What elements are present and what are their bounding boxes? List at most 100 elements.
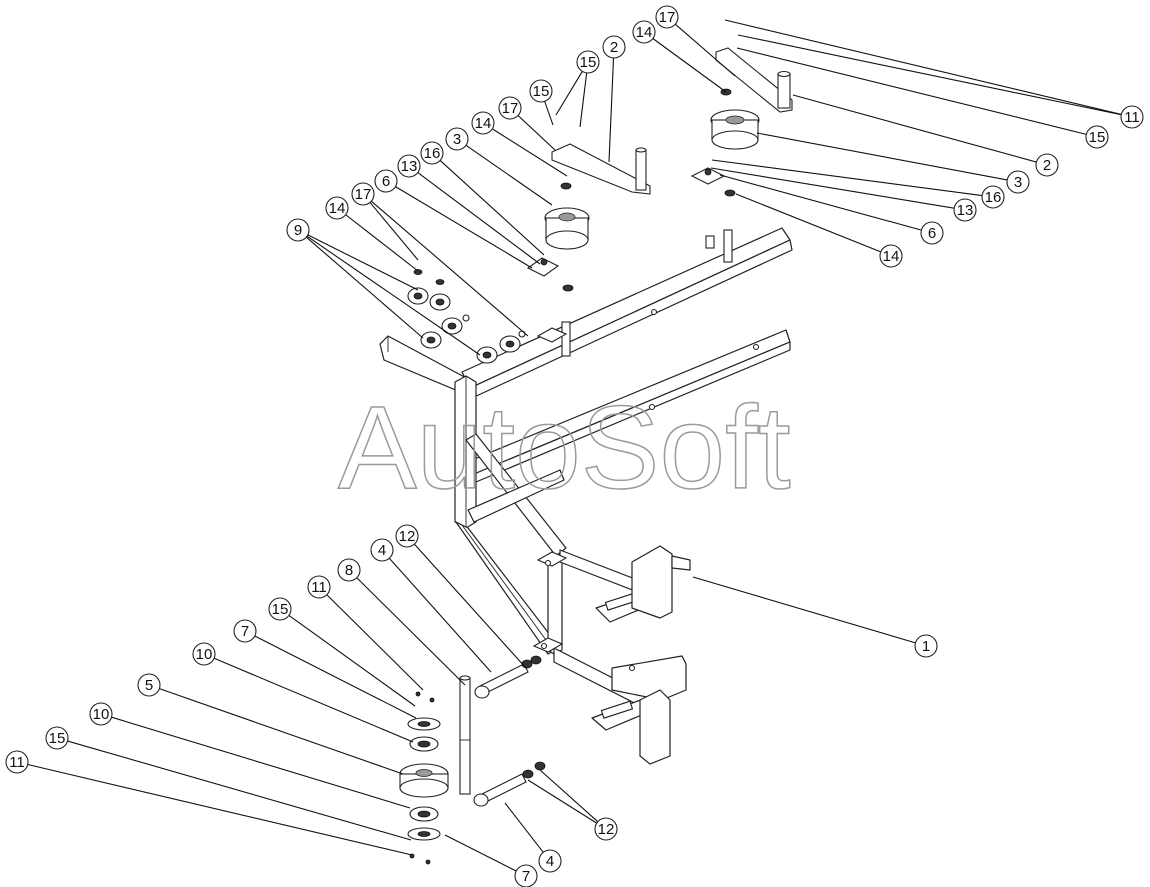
callout-number: 2 (610, 39, 618, 56)
callout-circle (374, 169, 398, 193)
callout-circle (397, 154, 421, 178)
callout-labels: 1714215151714316136171491115231613614112… (5, 5, 1144, 887)
callout-number: 14 (329, 200, 346, 217)
callout-number: 12 (598, 821, 615, 838)
callout-c-16-a: 16 (420, 141, 444, 165)
leader-line (579, 72, 588, 128)
nut-12-b (530, 655, 542, 665)
leader-line (692, 576, 916, 644)
leader-line (356, 577, 466, 686)
callout-number: 14 (475, 115, 492, 132)
callout-number: 11 (9, 754, 25, 771)
leader-lines (27, 19, 1122, 872)
callout-c-5: 5 (137, 673, 161, 697)
watermark: AutoSoft (338, 382, 791, 514)
callout-circle (192, 642, 216, 666)
callout-circle (395, 524, 419, 548)
leader-line (213, 657, 414, 743)
callout-circle (1120, 105, 1144, 129)
nut-13-left (540, 258, 548, 266)
bearing-stack (399, 691, 449, 865)
callout-circle (137, 673, 161, 697)
callout-number: 4 (378, 542, 386, 559)
callout-c-11-c: 11 (5, 750, 29, 774)
callout-circle (953, 198, 977, 222)
leader-line (492, 128, 568, 177)
leader-line (711, 159, 983, 197)
upper-hitch-tab (671, 555, 691, 571)
bracket-plate-low (532, 637, 564, 653)
bracket-plate-upper (536, 327, 568, 343)
callout-circle (351, 182, 375, 206)
callout-circle (5, 750, 29, 774)
leader-line (305, 236, 424, 339)
callout-circle (233, 619, 257, 643)
tube-holder-b (561, 321, 571, 357)
callout-number: 15 (533, 83, 550, 100)
callout-number: 2 (1043, 157, 1051, 174)
leader-line (756, 132, 1008, 181)
callout-number: 3 (453, 131, 461, 148)
callout-circle (325, 196, 349, 220)
leader-line (674, 23, 736, 77)
leader-line (159, 688, 404, 775)
callout-number: 15 (580, 54, 597, 71)
callout-circle (89, 702, 113, 726)
leader-line (388, 557, 492, 673)
callout-circle (576, 50, 600, 74)
callout-circle (445, 127, 469, 151)
callout-circle (594, 817, 618, 841)
callout-number: 16 (985, 189, 1002, 206)
small-lug-a (705, 235, 715, 249)
callout-c-17-b: 17 (498, 96, 522, 120)
callout-circle (529, 79, 553, 103)
leader-line (369, 202, 419, 261)
callout-number: 17 (502, 100, 519, 117)
leader-line (555, 71, 583, 116)
leader-line (67, 740, 412, 841)
leader-line (345, 214, 419, 272)
nut-12-c (522, 769, 534, 779)
leader-line (254, 635, 417, 719)
callout-number: 14 (883, 248, 900, 265)
callout-circle (981, 185, 1005, 209)
leader-line (719, 174, 922, 231)
callout-c-13-b: 13 (953, 198, 977, 222)
callout-number: 7 (241, 623, 249, 640)
callout-circle (286, 218, 310, 242)
leader-line (395, 186, 533, 269)
callout-c-14-c: 14 (325, 196, 349, 220)
callout-c-2-b: 2 (1035, 153, 1059, 177)
callout-circle (1006, 170, 1030, 194)
callout-number: 6 (382, 173, 390, 190)
callout-c-3-b: 3 (1006, 170, 1030, 194)
callout-number: 12 (399, 528, 416, 545)
callout-c-6-a: 6 (374, 169, 398, 193)
shaft-8 (459, 675, 471, 795)
callout-c-17-a: 17 (655, 5, 679, 29)
washer-14-right-lower (724, 189, 736, 197)
washer-14-lower (562, 284, 574, 292)
callout-c-13-a: 13 (397, 154, 421, 178)
callout-number: 9 (294, 222, 302, 239)
leader-line (465, 144, 553, 206)
callout-number: 17 (659, 9, 676, 26)
callout-c-15-d: 15 (268, 597, 292, 621)
leader-line (370, 200, 529, 337)
callout-c-4-b: 4 (538, 849, 562, 873)
callout-circle (45, 726, 69, 750)
leader-line (735, 193, 881, 253)
callout-c-10-a: 10 (192, 642, 216, 666)
callout-c-7-a: 7 (233, 619, 257, 643)
callout-number: 16 (424, 145, 441, 162)
bracket-2-right (715, 47, 793, 113)
disc-3-left (544, 207, 590, 250)
leader-line (527, 779, 597, 824)
leader-line (652, 38, 727, 93)
callout-circle (498, 96, 522, 120)
leader-line (710, 167, 955, 209)
callout-c-2-a: 2 (602, 35, 626, 59)
upper-hitch-plate (631, 545, 673, 619)
cross-member (467, 469, 565, 523)
callout-c-14-d: 14 (879, 244, 903, 268)
